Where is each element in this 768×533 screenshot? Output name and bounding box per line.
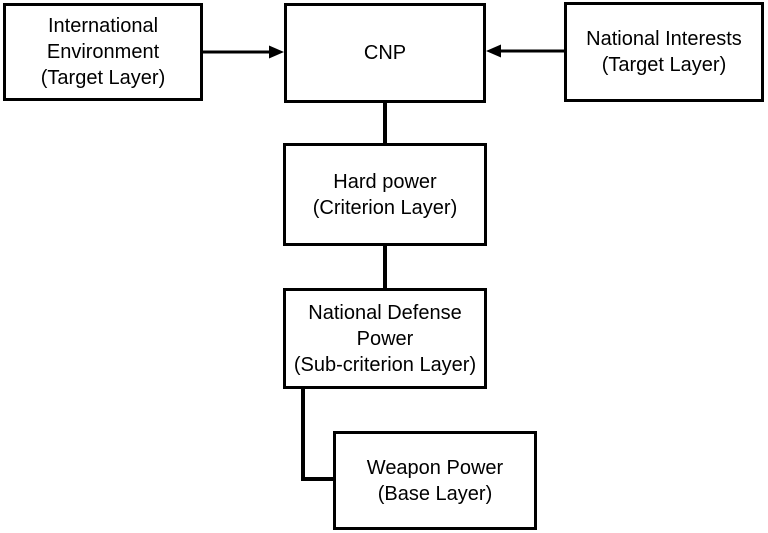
edge-international-to-cnp [203, 45, 284, 59]
node-international-environment-label: International Environment (Target Layer) [40, 15, 166, 89]
node-international-environment: International Environment (Target Layer) [3, 3, 203, 101]
arrowhead-left-icon [486, 44, 501, 58]
node-national-interests: National Interests (Target Layer) [564, 2, 764, 102]
node-national-defense-power: National Defense Power (Sub-criterion La… [283, 288, 487, 389]
node-cnp: CNP [284, 3, 486, 103]
node-national-interests-label: National Interests (Target Layer) [586, 28, 742, 76]
node-national-defense-power-label: National Defense Power (Sub-criterion La… [293, 301, 477, 376]
node-hard-power: Hard power (Criterion Layer) [283, 143, 487, 246]
node-weapon-power: Weapon Power (Base Layer) [333, 431, 537, 530]
node-weapon-power-label: Weapon Power (Base Layer) [366, 456, 504, 505]
edge-interests-to-cnp [486, 44, 564, 58]
arrowhead-right-icon [269, 45, 284, 59]
node-hard-power-label: Hard power (Criterion Layer) [312, 170, 458, 219]
node-cnp-label: CNP [363, 42, 407, 64]
edge-ndp-to-weapon [301, 388, 333, 481]
